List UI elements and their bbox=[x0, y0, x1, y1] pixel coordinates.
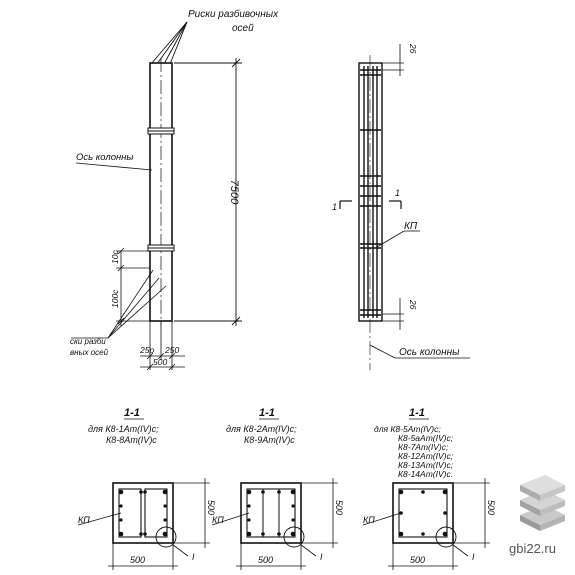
section-2: 1-1 для К8-2Ат(ІV)с; К8-9Ат(ІV)с КП 500 bbox=[211, 407, 344, 570]
section-mark-right: 1 bbox=[395, 188, 400, 198]
section-2-height-dim bbox=[301, 478, 338, 548]
section-3-detail-mark: І bbox=[472, 552, 475, 562]
section-1-line1: для К8-1Ат(ІV)с; bbox=[88, 424, 159, 434]
width-dimensions bbox=[140, 321, 185, 371]
section-1-detail-mark: І bbox=[192, 552, 195, 562]
rebar-lines bbox=[363, 66, 378, 318]
stacked-slabs-icon bbox=[520, 475, 565, 531]
site-logo: gbi22.ru bbox=[509, 475, 565, 556]
section-3-line4: К8-12Ат(ІV)с; bbox=[398, 451, 454, 461]
bottom-axis-marks-callout: ски разби bbox=[70, 337, 106, 346]
base-dimensions bbox=[116, 247, 150, 326]
dim-250-label: 250 bbox=[164, 345, 179, 355]
column-elevation: Риски разбивочных осей Ось колонны bbox=[70, 8, 279, 371]
reinforcement-axis-label: Ось колонны bbox=[399, 347, 460, 358]
bottom-cover-dimension bbox=[382, 298, 404, 330]
section-1-frame-label: КП bbox=[78, 515, 90, 525]
lifting-bands bbox=[147, 127, 175, 252]
bottom-cover-dim-label: 26 bbox=[408, 299, 418, 310]
section-1-line2: К8-8Ат(ІV)с bbox=[106, 435, 157, 445]
section-1-height-label: 500 bbox=[206, 500, 216, 515]
section-2-title: 1-1 bbox=[259, 407, 275, 419]
section-1-width-dim bbox=[108, 543, 178, 570]
axis-marks-callout: Риски разбивочных bbox=[188, 8, 279, 20]
section-1-rebars bbox=[118, 489, 168, 537]
dim-100c-label: 100с bbox=[110, 289, 120, 308]
reinforcement-view: 26 26 1 1 КП Ось колонны bbox=[332, 43, 470, 370]
stirrups bbox=[360, 69, 381, 316]
section-3-width-label: 500 bbox=[410, 555, 425, 565]
section-3: 1-1 для К8-5Ат(ІV)с; К8-5аАт(ІV)с; К8-7А… bbox=[362, 407, 496, 570]
section-2-line1: для К8-2Ат(ІV)с; bbox=[226, 424, 297, 434]
section-3-line2: К8-5аАт(ІV)с; bbox=[398, 433, 454, 443]
section-3-frame-label: КП bbox=[363, 515, 375, 525]
section-2-width-label: 500 bbox=[258, 555, 273, 565]
height-dimension-label: 7500 bbox=[228, 180, 240, 205]
section-cut-marks bbox=[339, 200, 402, 209]
section-1-title: 1-1 bbox=[124, 407, 140, 419]
section-3-width-dim bbox=[388, 543, 458, 570]
section-1-height-dim bbox=[173, 478, 210, 548]
section-2-detail-mark: І bbox=[320, 552, 323, 562]
section-3-height-label: 500 bbox=[486, 500, 496, 515]
section-3-line1: для К8-5Ат(ІV)с; bbox=[374, 424, 441, 434]
section-2-line2: К8-9Ат(ІV)с bbox=[244, 435, 295, 445]
section-2-frame-label: КП bbox=[212, 515, 224, 525]
top-cover-dimension bbox=[382, 44, 404, 76]
section-2-height-label: 500 bbox=[334, 500, 344, 515]
bottom-callout-leaders bbox=[71, 269, 167, 339]
frame-label: КП bbox=[404, 221, 418, 232]
axis-marks-callout-line2: осей bbox=[232, 23, 254, 34]
section-2-rebars bbox=[246, 489, 296, 537]
section-3-title: 1-1 bbox=[409, 407, 425, 419]
section-mark-left: 1 bbox=[332, 202, 337, 212]
dim-10c-label: 10с bbox=[110, 250, 120, 264]
section-2-width-dim bbox=[236, 543, 306, 570]
height-dimension bbox=[174, 58, 242, 326]
section-1-width-label: 500 bbox=[130, 555, 145, 565]
callout-leaders bbox=[150, 21, 188, 65]
dim-500-label: 500 bbox=[153, 357, 167, 367]
section-3-line5: К8-13Ат(ІV)с; bbox=[398, 460, 454, 470]
section-3-height-dim bbox=[453, 478, 490, 548]
top-cover-dim-label: 26 bbox=[408, 43, 418, 54]
dim-25p-label: 25р bbox=[139, 345, 154, 355]
reinforcement-column-body bbox=[358, 62, 383, 322]
bottom-axis-marks-callout-line2: вных осей bbox=[70, 348, 109, 357]
site-url: gbi22.ru bbox=[509, 541, 556, 556]
section-1: 1-1 для К8-1Ат(ІV)с; К8-8Ат(ІV)с КП 500 bbox=[77, 407, 216, 570]
section-3-line6: К8-14Ат(ІV)с. bbox=[398, 469, 453, 479]
section-3-rebars bbox=[398, 489, 448, 537]
column-axis-label: Ось колонны bbox=[76, 152, 133, 163]
section-3-line3: К8-7Ат(ІV)с; bbox=[398, 442, 449, 452]
